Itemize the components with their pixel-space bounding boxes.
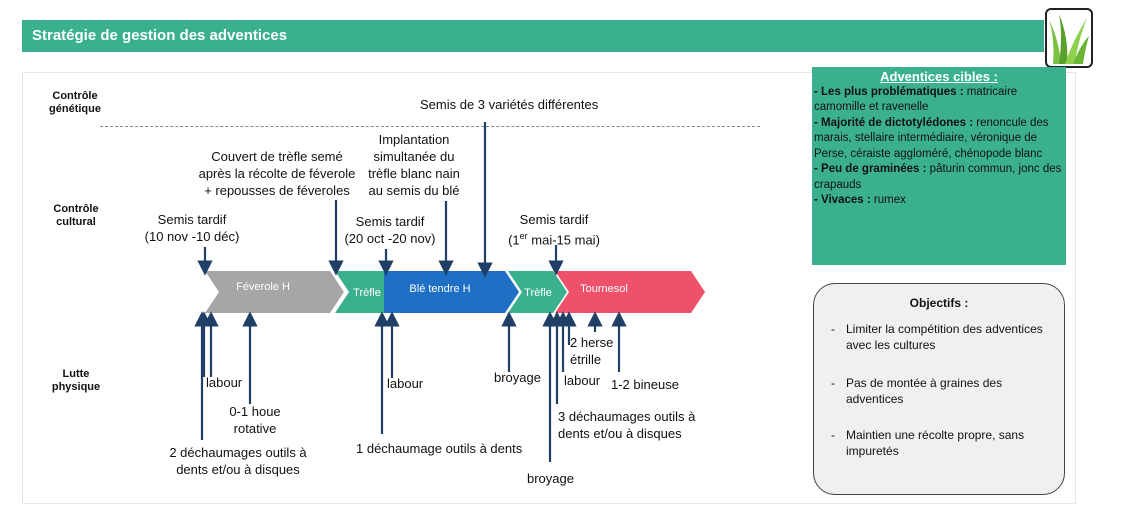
cible-item: - Majorité de dictotylédones : renoncule… [814,116,1049,160]
crop-label-ble: Blé tendre H [409,283,470,295]
crop-label-feverole: Féverole H [236,281,290,293]
objectifs-box: Objectifs : -Limiter la compétition des … [813,283,1065,495]
annotation-broyage-1: broyage [494,370,541,385]
annotation-dechaumage-dents: 1 déchaumage outils à dents [356,441,523,456]
divider-line [100,126,760,127]
cible-item: - Les plus problématiques : matricaire c… [814,85,1018,114]
crop-trefle-2 [508,271,567,313]
objectif-item: -Pas de montée à graines des adventices [831,376,1003,406]
annotation-couvert-trefle: Couvert de trèfle semé après la récolte … [198,149,356,198]
annotation-labour-1: labour [206,375,243,390]
annotation-dechaumages-3: 3 déchaumages outils à dents et/ou à dis… [558,409,696,441]
adventices-cibles-title: Adventices cibles : [880,69,998,84]
strategy-panel [22,72,1076,504]
annotation-semis-tardif-3: Semis tardif (1er mai-15 mai) [508,212,600,248]
annotation-labour-2: labour [387,376,424,391]
header-bar [22,20,1044,52]
annotation-dechaumages-1: 2 déchaumages outils à dents et/ou à dis… [169,445,307,477]
objectif-item: -Limiter la compétition des adventices a… [831,322,1043,352]
annotation-houe: 0-1 houe rotative [229,404,281,436]
arrows [194,122,627,462]
annotation-broyage-2: broyage [527,471,574,486]
cible-item: - Vivaces : rumex [814,194,906,206]
annotation-semis-tardif-1: Semis tardif (10 nov -10 déc) [144,212,240,244]
objectif-item: -Maintien une récolte propre, sans impur… [831,428,1025,458]
annotation-semis-tardif-2: Semis tardif (20 oct -20 nov) [344,214,436,246]
cible-item: - Peu de graminées : pâturin commun, jon… [814,163,1062,191]
annotation-labour-3: labour [564,373,601,388]
crop-ble [384,271,519,313]
annotation-implantation: Implantation simultanée du trèfle blanc … [368,132,460,198]
annotation-herse: 2 herse étrille [570,335,614,367]
objectifs-title: Objectifs : [909,296,969,310]
annotation-semis-varietes: Semis de 3 variétés différentes [420,97,599,112]
crop-trefle-1 [335,271,398,313]
crop-label-trefle-2: Trèfle [524,287,552,299]
crop-label-trefle-1: Trèfle [353,287,381,299]
grass-icon [1045,8,1093,68]
adventices-cibles-list: - Les plus problématiques : matricaire c… [812,85,1066,209]
crop-feverole [205,271,344,313]
annotation-bineuse: 1-2 bineuse [611,377,679,392]
adventices-cibles-box: Adventices cibles : - Les plus problémat… [812,67,1066,265]
crop-label-tournesol: Tournesol [580,283,628,295]
page-title: Stratégie de gestion des adventices [32,27,288,44]
crop-tournesol [555,271,705,313]
